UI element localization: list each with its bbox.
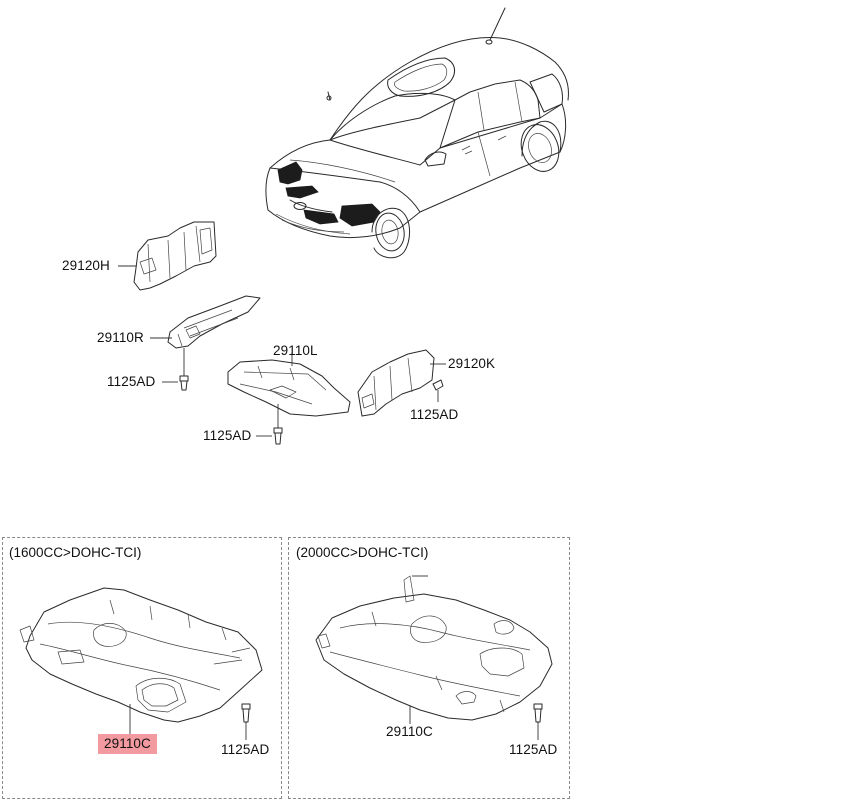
label-29120H: 29120H — [62, 258, 110, 273]
part-29110C-1600 — [19, 587, 263, 740]
panel-1600cc — [2, 537, 282, 799]
label-1125AD-2000: 1125AD — [509, 742, 558, 757]
label-1125AD-b: 1125AD — [410, 407, 459, 422]
label-29110R: 29110R — [97, 330, 144, 345]
label-29110C-2000: 29110C — [386, 724, 433, 739]
part-29110L — [227, 352, 351, 445]
car-illustration — [265, 7, 569, 259]
label-29110C-1600-highlighted[interactable]: 29110C — [98, 734, 157, 754]
label-1125AD-c: 1125AD — [203, 428, 252, 443]
label-29110L: 29110L — [273, 343, 318, 358]
panel-2000cc-title: (2000CC>DOHC-TCI) — [296, 545, 429, 560]
part-29110R — [150, 295, 261, 391]
label-1125AD-a: 1125AD — [107, 374, 156, 389]
panel-2000cc — [288, 537, 570, 799]
part-29120H — [118, 221, 217, 291]
label-29120K: 29120K — [448, 356, 496, 371]
label-1125AD-1600: 1125AD — [221, 742, 270, 757]
part-29110C-2000 — [315, 575, 553, 740]
panel-1600cc-title: (1600CC>DOHC-TCI) — [9, 545, 142, 560]
part-29120K — [357, 349, 446, 417]
